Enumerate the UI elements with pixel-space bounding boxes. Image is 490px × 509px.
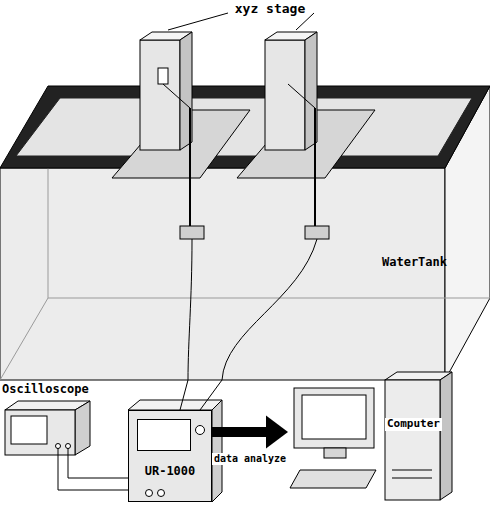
cable <box>188 239 192 380</box>
oscilloscope-drawing <box>5 401 90 458</box>
xyz-stage <box>237 32 375 239</box>
oscilloscope: Oscilloscope <box>2 383 97 458</box>
arrowhead <box>266 416 288 449</box>
connector <box>68 458 128 478</box>
connector-line <box>212 427 270 437</box>
connector <box>212 416 288 449</box>
connector-line <box>58 458 128 490</box>
xyz-stage <box>112 32 250 239</box>
leader-line <box>168 13 228 30</box>
node-label: Oscilloscope <box>2 383 89 397</box>
terminal <box>157 489 165 497</box>
edge-label: data analyze <box>212 453 288 465</box>
cable <box>222 239 317 380</box>
node-label: WaterTank <box>382 256 447 270</box>
node-label: UR-1000 <box>145 465 196 479</box>
knob <box>195 425 205 435</box>
terminal <box>145 489 153 497</box>
computer-drawing <box>290 372 452 500</box>
connector <box>180 380 188 410</box>
computer: Computer <box>288 370 454 504</box>
connector-line <box>68 458 128 478</box>
display-screen <box>137 419 191 451</box>
water-tank-drawing <box>0 86 490 380</box>
instrument-drawing <box>128 400 222 502</box>
ur-1000-unit: UR-1000 <box>128 410 212 502</box>
connector <box>200 380 222 410</box>
connector-line <box>180 380 188 410</box>
connector-line <box>200 380 222 410</box>
node-label: Computer <box>385 418 442 431</box>
water-tank: WaterTank <box>0 168 445 380</box>
connector <box>58 458 128 490</box>
part-label: xyz stage <box>235 2 305 17</box>
